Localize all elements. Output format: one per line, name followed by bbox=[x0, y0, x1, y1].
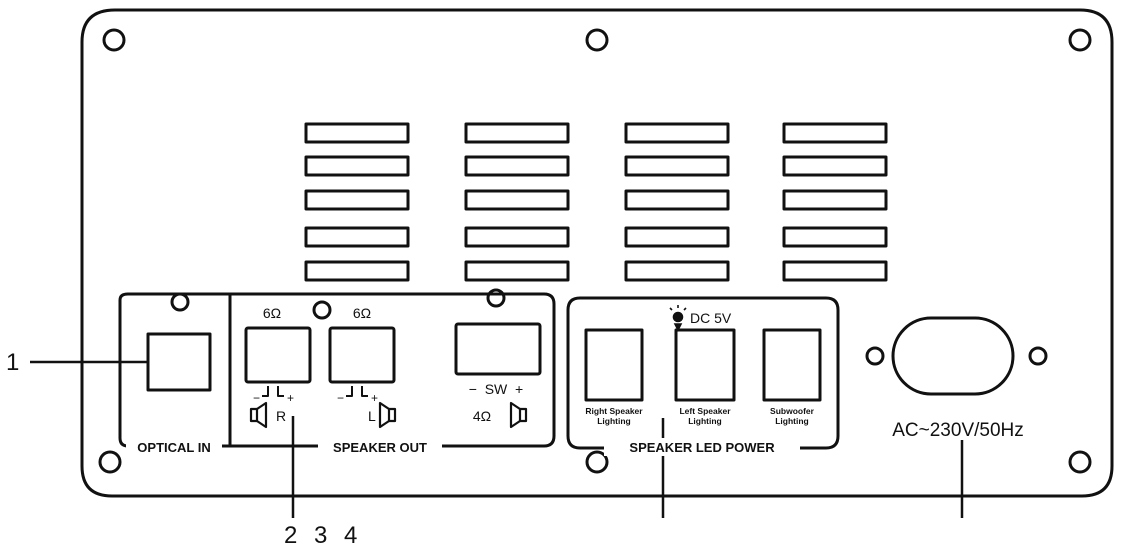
screw-hole-top-right bbox=[1068, 28, 1092, 52]
led-bulb-icon bbox=[669, 305, 687, 332]
polarity-marks-left bbox=[346, 386, 368, 397]
speaker-icon-subwoofer bbox=[509, 401, 528, 429]
speaker-icon-left bbox=[378, 401, 397, 429]
speaker-icon-right bbox=[249, 401, 268, 429]
vent-slot bbox=[304, 260, 410, 282]
vent-slot bbox=[624, 155, 730, 177]
screw-hole-top-left bbox=[102, 28, 126, 52]
led-port-left-caption-2: Lighting bbox=[688, 416, 722, 426]
rear-panel-outline bbox=[80, 8, 1114, 498]
vent-slot bbox=[304, 189, 410, 211]
ac-power-inlet[interactable] bbox=[891, 316, 1015, 396]
polarity-marks-right bbox=[262, 386, 284, 397]
callout-number-3: 3 bbox=[314, 522, 327, 548]
led-port-right-caption-1: Right Speaker bbox=[585, 406, 643, 416]
polarity-minus-right: − bbox=[253, 391, 260, 405]
screw-hole-bottom-left bbox=[98, 450, 122, 474]
led-power-housing bbox=[566, 296, 840, 450]
vent-slot bbox=[464, 226, 570, 248]
optical-in-port[interactable] bbox=[146, 332, 212, 392]
speaker-terminal-right[interactable] bbox=[244, 326, 312, 384]
vent-slot bbox=[464, 189, 570, 211]
optical-in-label: OPTICAL IN bbox=[137, 440, 210, 455]
subwoofer-impedance: 4Ω bbox=[473, 408, 491, 424]
vent-slot bbox=[624, 226, 730, 248]
led-port-left-speaker[interactable] bbox=[674, 328, 736, 402]
channel-label-left: L bbox=[368, 408, 376, 424]
callout-number-2: 2 bbox=[284, 522, 297, 548]
vent-slot bbox=[782, 155, 888, 177]
vent-slot bbox=[624, 260, 730, 282]
screw-hole-subwoofer bbox=[486, 288, 506, 308]
speaker-led-power-label: SPEAKER LED POWER bbox=[629, 440, 775, 455]
ac-power-rating: AC~230V/50Hz bbox=[892, 420, 1024, 441]
callout-number-1: 1 bbox=[6, 349, 19, 376]
vent-slot bbox=[782, 226, 888, 248]
vent-slot bbox=[464, 260, 570, 282]
vent-slot bbox=[464, 155, 570, 177]
vent-slot bbox=[624, 189, 730, 211]
vent-slot bbox=[464, 122, 570, 144]
screw-hole-top-center bbox=[585, 28, 609, 52]
polarity-plus-right: + bbox=[287, 391, 294, 405]
impedance-right: 6Ω bbox=[263, 305, 281, 321]
screw-hole-speaker-out bbox=[312, 300, 332, 320]
connector-housing-left bbox=[118, 292, 556, 448]
polarity-minus-left: − bbox=[337, 391, 344, 405]
speaker-out-label: SPEAKER OUT bbox=[333, 440, 427, 455]
speaker-terminal-left[interactable] bbox=[328, 326, 396, 384]
vent-slot bbox=[304, 226, 410, 248]
led-voltage-label: DC 5V bbox=[690, 310, 732, 326]
led-port-right-caption-2: Lighting bbox=[597, 416, 631, 426]
led-port-sub-caption-2: Lighting bbox=[775, 416, 809, 426]
led-port-left-caption-1: Left Speaker bbox=[679, 406, 731, 416]
inlet-screw-left bbox=[865, 346, 885, 366]
inlet-screw-right bbox=[1028, 346, 1048, 366]
callout-number-4: 4 bbox=[344, 522, 357, 548]
subwoofer-label: − SW + bbox=[469, 381, 523, 397]
speaker-terminal-subwoofer[interactable] bbox=[454, 322, 542, 376]
vent-slot bbox=[304, 122, 410, 144]
ventilation-grille bbox=[304, 122, 888, 282]
led-port-right-speaker[interactable] bbox=[584, 328, 644, 402]
channel-label-right: R bbox=[276, 408, 286, 424]
led-port-sub-caption-1: Subwoofer bbox=[770, 406, 815, 416]
vent-slot bbox=[782, 122, 888, 144]
screw-hole-optical bbox=[170, 292, 190, 312]
screw-hole-bottom-center bbox=[585, 450, 609, 474]
vent-slot bbox=[304, 155, 410, 177]
polarity-plus-left: + bbox=[371, 391, 378, 405]
vent-slot bbox=[782, 260, 888, 282]
led-port-subwoofer[interactable] bbox=[762, 328, 822, 402]
screw-hole-bottom-right bbox=[1068, 450, 1092, 474]
vent-slot bbox=[782, 189, 888, 211]
vent-slot bbox=[624, 122, 730, 144]
impedance-left: 6Ω bbox=[353, 305, 371, 321]
